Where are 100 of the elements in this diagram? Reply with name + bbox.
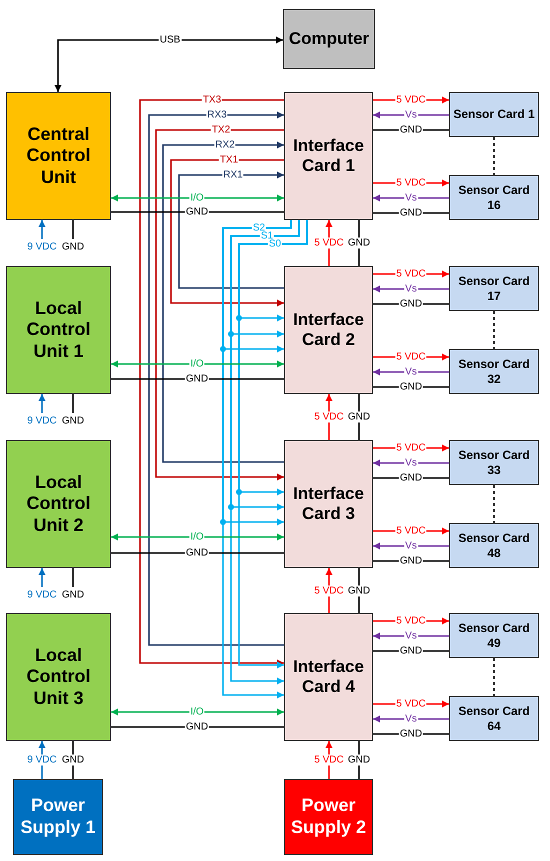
power-supply-box: Power Supply 1 — [13, 779, 103, 855]
edge-label: 5 VDC — [395, 352, 427, 362]
arrow — [373, 112, 449, 118]
computer-box: Computer — [283, 9, 375, 69]
edge-label: RX2 — [214, 140, 236, 150]
arrow — [230, 220, 300, 684]
sensor-card-box: Sensor Card 1 — [449, 92, 539, 137]
edge-label: Vs — [404, 458, 418, 468]
interface-card-box: Interface Card 2 — [284, 266, 373, 394]
sensor-card-box: Sensor Card 48 — [449, 523, 539, 568]
double-arrow — [111, 708, 284, 716]
arrow — [178, 172, 284, 289]
edge-label: Vs — [404, 366, 418, 378]
power-supply-box: Power Supply 2 — [284, 779, 373, 855]
dashed-line — [493, 485, 495, 523]
edge-label: GND — [398, 728, 424, 740]
edge-label: GND — [60, 754, 86, 766]
control-unit-box: Local Control Unit 3 — [6, 613, 111, 741]
edge-label: TX2 — [210, 124, 232, 136]
edge-label: 5 VDC — [395, 698, 427, 710]
sensor-card-box: Sensor Card 64 — [449, 696, 539, 741]
edge-label: GND — [398, 556, 424, 566]
double-arrow — [111, 534, 284, 540]
sensor-card-box: Sensor Card 49 — [449, 613, 539, 658]
edge-label: 5 VDC — [313, 585, 345, 596]
edge-label: GND — [184, 548, 210, 558]
edge-label: 5 VDC — [395, 94, 427, 106]
edge-label: 5 VDC — [395, 268, 427, 280]
edge-label: GND — [346, 238, 372, 248]
edge-label: GND — [398, 208, 424, 218]
arrow — [373, 460, 449, 466]
control-unit-box: Central Control Unit — [6, 92, 111, 220]
edge-label: 5 VDC — [313, 412, 345, 422]
edge-label: I/O — [189, 532, 205, 542]
edge-label: GND — [60, 242, 86, 252]
edge-label: Vs — [404, 192, 418, 204]
edge-label: 9 VDC — [26, 590, 58, 600]
dashed-line — [493, 137, 495, 175]
arrow — [170, 159, 284, 306]
double-arrow — [111, 360, 284, 368]
edge-label: GND — [60, 590, 86, 600]
edge-label: 5 VDC — [313, 238, 345, 248]
edge-label: 5 VDC — [395, 616, 427, 626]
interface-card-box: Interface Card 1 — [284, 92, 373, 220]
double-arrow — [54, 36, 283, 92]
control-unit-box: Local Control Unit 2 — [6, 440, 111, 568]
arrow — [373, 632, 449, 640]
edge-label: I/O — [189, 192, 205, 204]
edge-label: USB — [158, 34, 182, 46]
edge-label: Vs — [404, 110, 418, 120]
edge-label: GND — [184, 206, 210, 218]
arrow — [38, 568, 46, 587]
edge-label: RX1 — [222, 170, 244, 180]
connector-line — [72, 220, 74, 239]
edge-label: TX1 — [218, 154, 240, 166]
edge-label: GND — [398, 382, 424, 392]
interface-card-box: Interface Card 4 — [284, 613, 373, 741]
edge-label: GND — [184, 722, 210, 732]
sensor-card-box: Sensor Card 17 — [449, 266, 539, 311]
edge-label: S0 — [268, 238, 282, 250]
connector-line — [72, 394, 74, 413]
edge-label: GND — [346, 412, 372, 422]
edge-label: GND — [398, 124, 424, 136]
edge-label: 5 VDC — [313, 754, 345, 766]
edge-label: Vs — [404, 714, 418, 724]
sensor-card-box: Sensor Card 32 — [449, 349, 539, 394]
edge-label: GND — [398, 646, 424, 656]
edge-label: 9 VDC — [26, 242, 58, 252]
arrow — [373, 542, 449, 550]
edge-label: Vs — [404, 284, 418, 294]
edge-label: Vs — [404, 540, 418, 552]
edge-label: I/O — [189, 706, 205, 718]
arrow — [222, 220, 292, 698]
arrow — [38, 394, 46, 413]
connector-line — [72, 568, 74, 587]
edge-label: GND — [346, 585, 372, 596]
edge-label: GND — [346, 754, 372, 766]
dashed-line — [493, 311, 495, 349]
arrow — [38, 220, 46, 239]
edge-label: 5 VDC — [395, 526, 427, 536]
arrow — [373, 286, 449, 292]
arrow — [373, 368, 449, 376]
edge-label: 9 VDC — [26, 754, 58, 766]
edge-label: 5 VDC — [395, 442, 427, 454]
edge-label: GND — [398, 472, 424, 484]
interface-card-box: Interface Card 3 — [284, 440, 373, 568]
control-unit-box: Local Control Unit 1 — [6, 266, 111, 394]
arrow — [238, 220, 308, 668]
edge-label: I/O — [189, 358, 205, 370]
arrow — [373, 716, 449, 722]
edge-label: Vs — [404, 630, 418, 642]
edge-label: 5 VDC — [395, 178, 427, 188]
sensor-card-box: Sensor Card 16 — [449, 175, 539, 220]
edge-label: GND — [184, 374, 210, 384]
edge-label: RX3 — [206, 110, 228, 120]
arrow — [373, 194, 449, 202]
double-arrow — [111, 194, 284, 202]
edge-label: GND — [398, 298, 424, 310]
dashed-line — [493, 658, 495, 696]
edge-label: 9 VDC — [26, 416, 58, 426]
